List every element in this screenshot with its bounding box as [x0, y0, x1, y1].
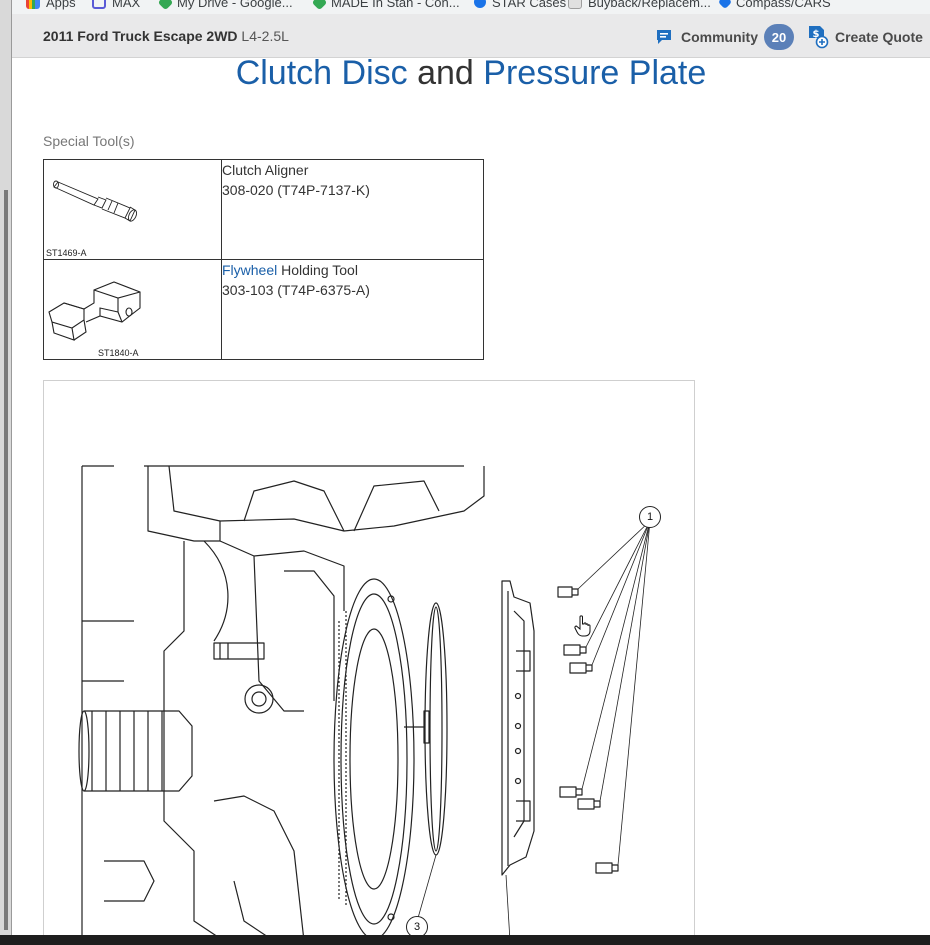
table-row: ST1469-A Clutch Aligner 308-020 (T74P-71… — [43, 159, 484, 260]
chat-bubble-icon — [657, 30, 671, 44]
page-icon — [568, 0, 582, 9]
bookmarks-bar: Apps MAX My Drive - Google... MADE In St… — [12, 0, 930, 14]
vehicle-selector[interactable]: 2011 Ford Truck Escape 2WD L4-2.5L — [43, 28, 289, 44]
window-scroll-strip — [4, 190, 8, 930]
vehicle-engine: L4-2.5L — [241, 28, 289, 44]
flywheel-link[interactable]: Flywheel — [222, 262, 278, 278]
tool-description-cell: Clutch Aligner 308-020 (T74P-7137-K) — [221, 159, 484, 260]
bookmark-buyback[interactable]: Buyback/Replacem... — [568, 0, 711, 12]
bookmark-made-in-stan[interactable]: MADE In Stan - Con... — [311, 0, 460, 12]
tool-name: Flywheel Holding Tool — [222, 260, 483, 280]
special-tools-heading: Special Tool(s) — [43, 133, 135, 149]
create-quote-button[interactable]: $ Create Quote — [807, 23, 923, 51]
title-connector: and — [417, 54, 474, 92]
clutch-line-drawing — [78, 465, 651, 940]
clutch-disc — [424, 602, 448, 856]
tool-image-code: ST1469-A — [46, 248, 87, 258]
bookmark-star-cases[interactable]: STAR Cases — [474, 0, 566, 12]
tool-part-number: 303-103 (T74P-6375-A) — [222, 282, 370, 298]
bookmark-my-drive[interactable]: My Drive - Google... — [157, 0, 293, 12]
engine-block-outline — [81, 465, 464, 940]
app-header: 2011 Ford Truck Escape 2WD L4-2.5L Commu… — [12, 14, 930, 58]
bookmark-compass[interactable]: Compass/CARS — [717, 0, 831, 12]
tool-name: Clutch Aligner — [222, 162, 309, 178]
table-row: ST1840-A Flywheel Holding Tool 303-103 (… — [43, 259, 484, 360]
pressure-plate-bolts — [557, 586, 619, 874]
community-button[interactable]: Community 20 — [655, 23, 794, 51]
create-quote-label: Create Quote — [835, 29, 923, 45]
max-icon — [92, 0, 106, 9]
callout-bolts: 1 — [639, 506, 661, 528]
tool-image-cell: ST1840-A — [43, 259, 222, 360]
community-count-badge: 20 — [764, 24, 794, 50]
compass-icon — [717, 0, 733, 10]
tool-name-rest: Holding Tool — [277, 262, 358, 278]
title-pressure-plate: Pressure Plate — [483, 54, 707, 92]
drive-icon — [157, 0, 174, 10]
hand-cursor-icon — [574, 615, 591, 637]
bookmark-label: Apps — [46, 0, 76, 10]
quote-document-icon: $ — [809, 26, 829, 49]
bookmark-apps[interactable]: Apps — [26, 0, 76, 12]
flywheel-holding-tool-illustration — [48, 281, 141, 341]
bookmark-label: My Drive - Google... — [177, 0, 293, 10]
clutch-exploded-diagram: 1 3 — [43, 380, 695, 940]
apps-grid-icon — [26, 0, 40, 9]
engine-upper-structure — [147, 466, 485, 542]
clutch-aligner-illustration — [53, 180, 138, 222]
title-clutch-disc: Clutch Disc — [235, 54, 408, 92]
window-left-edge — [0, 0, 12, 945]
page-title: Clutch Disc and Pressure Plate — [12, 54, 930, 93]
svg-text:$: $ — [813, 29, 820, 40]
oil-filter — [84, 710, 193, 792]
bookmark-label: Compass/CARS — [736, 0, 831, 10]
pressure-plate — [501, 580, 535, 876]
tool-description-cell: Flywheel Holding Tool 303-103 (T74P-6375… — [221, 259, 484, 360]
drive-icon — [311, 0, 328, 10]
bookmark-max[interactable]: MAX — [92, 0, 140, 12]
special-tools-table: ST1469-A Clutch Aligner 308-020 (T74P-71… — [43, 159, 484, 360]
community-label: Community — [681, 29, 758, 45]
bookmark-label: Buyback/Replacem... — [588, 0, 711, 10]
bookmark-label: STAR Cases — [492, 0, 567, 10]
bookmark-label: MAX — [112, 0, 141, 10]
bookmark-label: MADE In Stan - Con... — [331, 0, 460, 10]
window-bottom-edge — [0, 935, 930, 945]
vehicle-model: 2011 Ford Truck Escape 2WD — [43, 28, 238, 44]
tool-image-code: ST1840-A — [98, 348, 139, 358]
callout-leaders — [417, 520, 651, 940]
tool-part-number: 308-020 (T74P-7137-K) — [222, 182, 370, 198]
star-cases-icon — [474, 0, 486, 8]
tool-image-cell: ST1469-A — [43, 159, 222, 260]
